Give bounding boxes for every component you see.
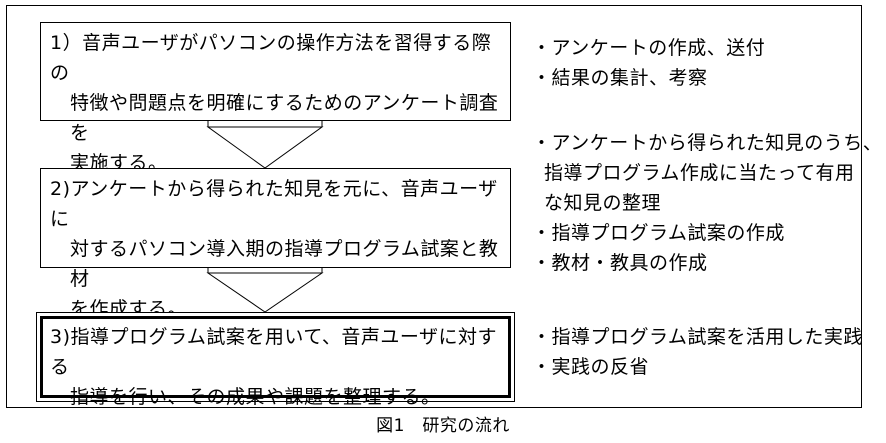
notes-step-2: ・アンケートから得られた知見のうち、 指導プログラム作成に当たって有用 な知見の… [532,128,883,278]
note-item: ・アンケートから得られた知見のうち、 [532,132,883,154]
note-item: ・指導プログラム試案を活用した実践 [532,326,863,348]
step-2-line-1: 2)アンケートから得られた知見を元に、音声ユーザに [50,178,498,230]
step-3-box [40,316,511,398]
step-3-text: 3)指導プログラム試案を用いて、音声ユーザに対する 指導を行い、その成果や課題を… [50,322,510,412]
note-item-continuation: な知見の整理 [544,192,662,214]
figure-caption: 図1 研究の流れ [376,416,510,436]
step-2-text: 2)アンケートから得られた知見を元に、音声ユーザに 対するパソコン導入期の指導プ… [50,174,510,324]
notes-step-1: ・アンケートの作成、送付 ・結果の集計、考察 [532,33,765,93]
step-2-box [40,168,511,268]
step-1-line-2: 特徴や問題点を明確にするためのアンケート調査を [70,92,499,144]
step-3-line-1: 3)指導プログラム試案を用いて、音声ユーザに対する [50,326,498,378]
note-item: ・結果の集計、考察 [532,67,708,89]
note-item: ・アンケートの作成、送付 [532,37,766,59]
step-3-line-2: 指導を行い、その成果や課題を整理する。 [70,386,441,408]
notes-step-3: ・指導プログラム試案を活用した実践 ・実践の反省 [532,322,863,382]
note-item: ・指導プログラム試案の作成 [532,222,785,244]
note-item: ・実践の反省 [532,356,650,378]
figure-frame [6,5,862,408]
step-1-line-1: 1）音声ユーザがパソコンの操作方法を習得する際の [50,32,492,84]
step-1-text: 1）音声ユーザがパソコンの操作方法を習得する際の 特徴や問題点を明確にするための… [50,28,510,178]
step-1-box [40,22,511,121]
step-2-line-2: 対するパソコン導入期の指導プログラム試案と教材 [70,238,499,290]
note-item-continuation: 指導プログラム作成に当たって有用 [544,162,855,184]
note-item: ・教材・教具の作成 [532,252,708,274]
